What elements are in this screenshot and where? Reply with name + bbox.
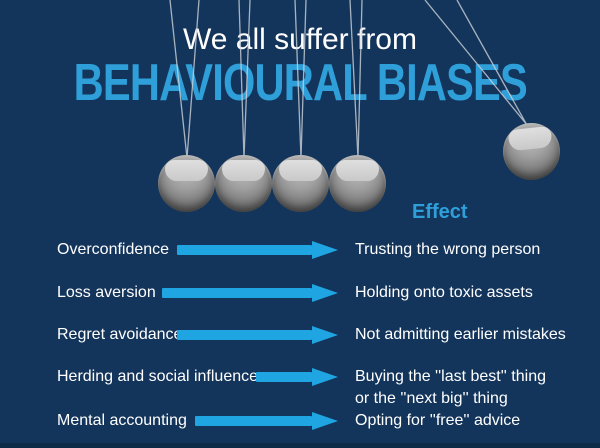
arrow-right-icon [162, 284, 338, 302]
arrow-shaft [195, 416, 312, 426]
effect-text: Not admitting earlier mistakes [355, 326, 566, 343]
title-subline: We all suffer from [183, 23, 417, 56]
bias-row-overconfidence: Overconfidence Trusting the wrong person [0, 239, 600, 261]
arrow-head [312, 241, 338, 259]
arrow-shaft [177, 245, 312, 255]
arrow-head [312, 326, 338, 344]
bias-label: Regret avoidance [57, 326, 183, 343]
effect-text: Opting for ''free'' advice [355, 412, 521, 429]
bottom-edge-strip [0, 443, 600, 448]
arrow-right-icon [177, 326, 338, 344]
effect-text: Trusting the wrong person [355, 241, 541, 258]
cradle-ball-4 [329, 155, 386, 212]
arrow-right-icon [256, 368, 338, 386]
arrow-shaft [177, 330, 312, 340]
arrow-head [312, 412, 338, 430]
effect-text: Holding onto toxic assets [355, 284, 533, 301]
title-main-text: BEHAVIOURAL BIASES [73, 54, 527, 112]
cradle-ball-3 [272, 155, 329, 212]
cradle-ball-1 [158, 155, 215, 212]
ball-highlight [507, 125, 553, 152]
arrow-right-icon [195, 412, 338, 430]
arrow-head [312, 368, 338, 386]
ball-highlight [165, 160, 208, 181]
title-main: BEHAVIOURAL BIASES [0, 57, 600, 109]
bias-row-regret-avoidance: Regret avoidance Not admitting earlier m… [0, 324, 600, 346]
arrow-right-icon [177, 241, 338, 259]
bias-label: Mental accounting [57, 412, 187, 429]
bias-row-mental-accounting: Mental accounting Opting for ''free'' ad… [0, 410, 600, 432]
bias-row-herding: Herding and social influence Buying the … [0, 366, 600, 410]
arrow-shaft [256, 372, 312, 382]
effect-text: Buying the ''last best'' thing or the ''… [355, 368, 546, 407]
cradle-strings [169, 0, 533, 159]
arrow-head [312, 284, 338, 302]
bias-label: Loss aversion [57, 284, 156, 301]
arrow-shaft [162, 288, 312, 298]
ball-highlight [222, 160, 265, 181]
cradle-ball-2 [215, 155, 272, 212]
ball-highlight [279, 160, 322, 181]
bias-label: Herding and social influence [57, 368, 259, 385]
ball-highlight [336, 160, 379, 181]
bias-row-loss-aversion: Loss aversion Holding onto toxic assets [0, 282, 600, 304]
effect-column-header: Effect [412, 201, 468, 223]
bias-label: Overconfidence [57, 241, 170, 258]
